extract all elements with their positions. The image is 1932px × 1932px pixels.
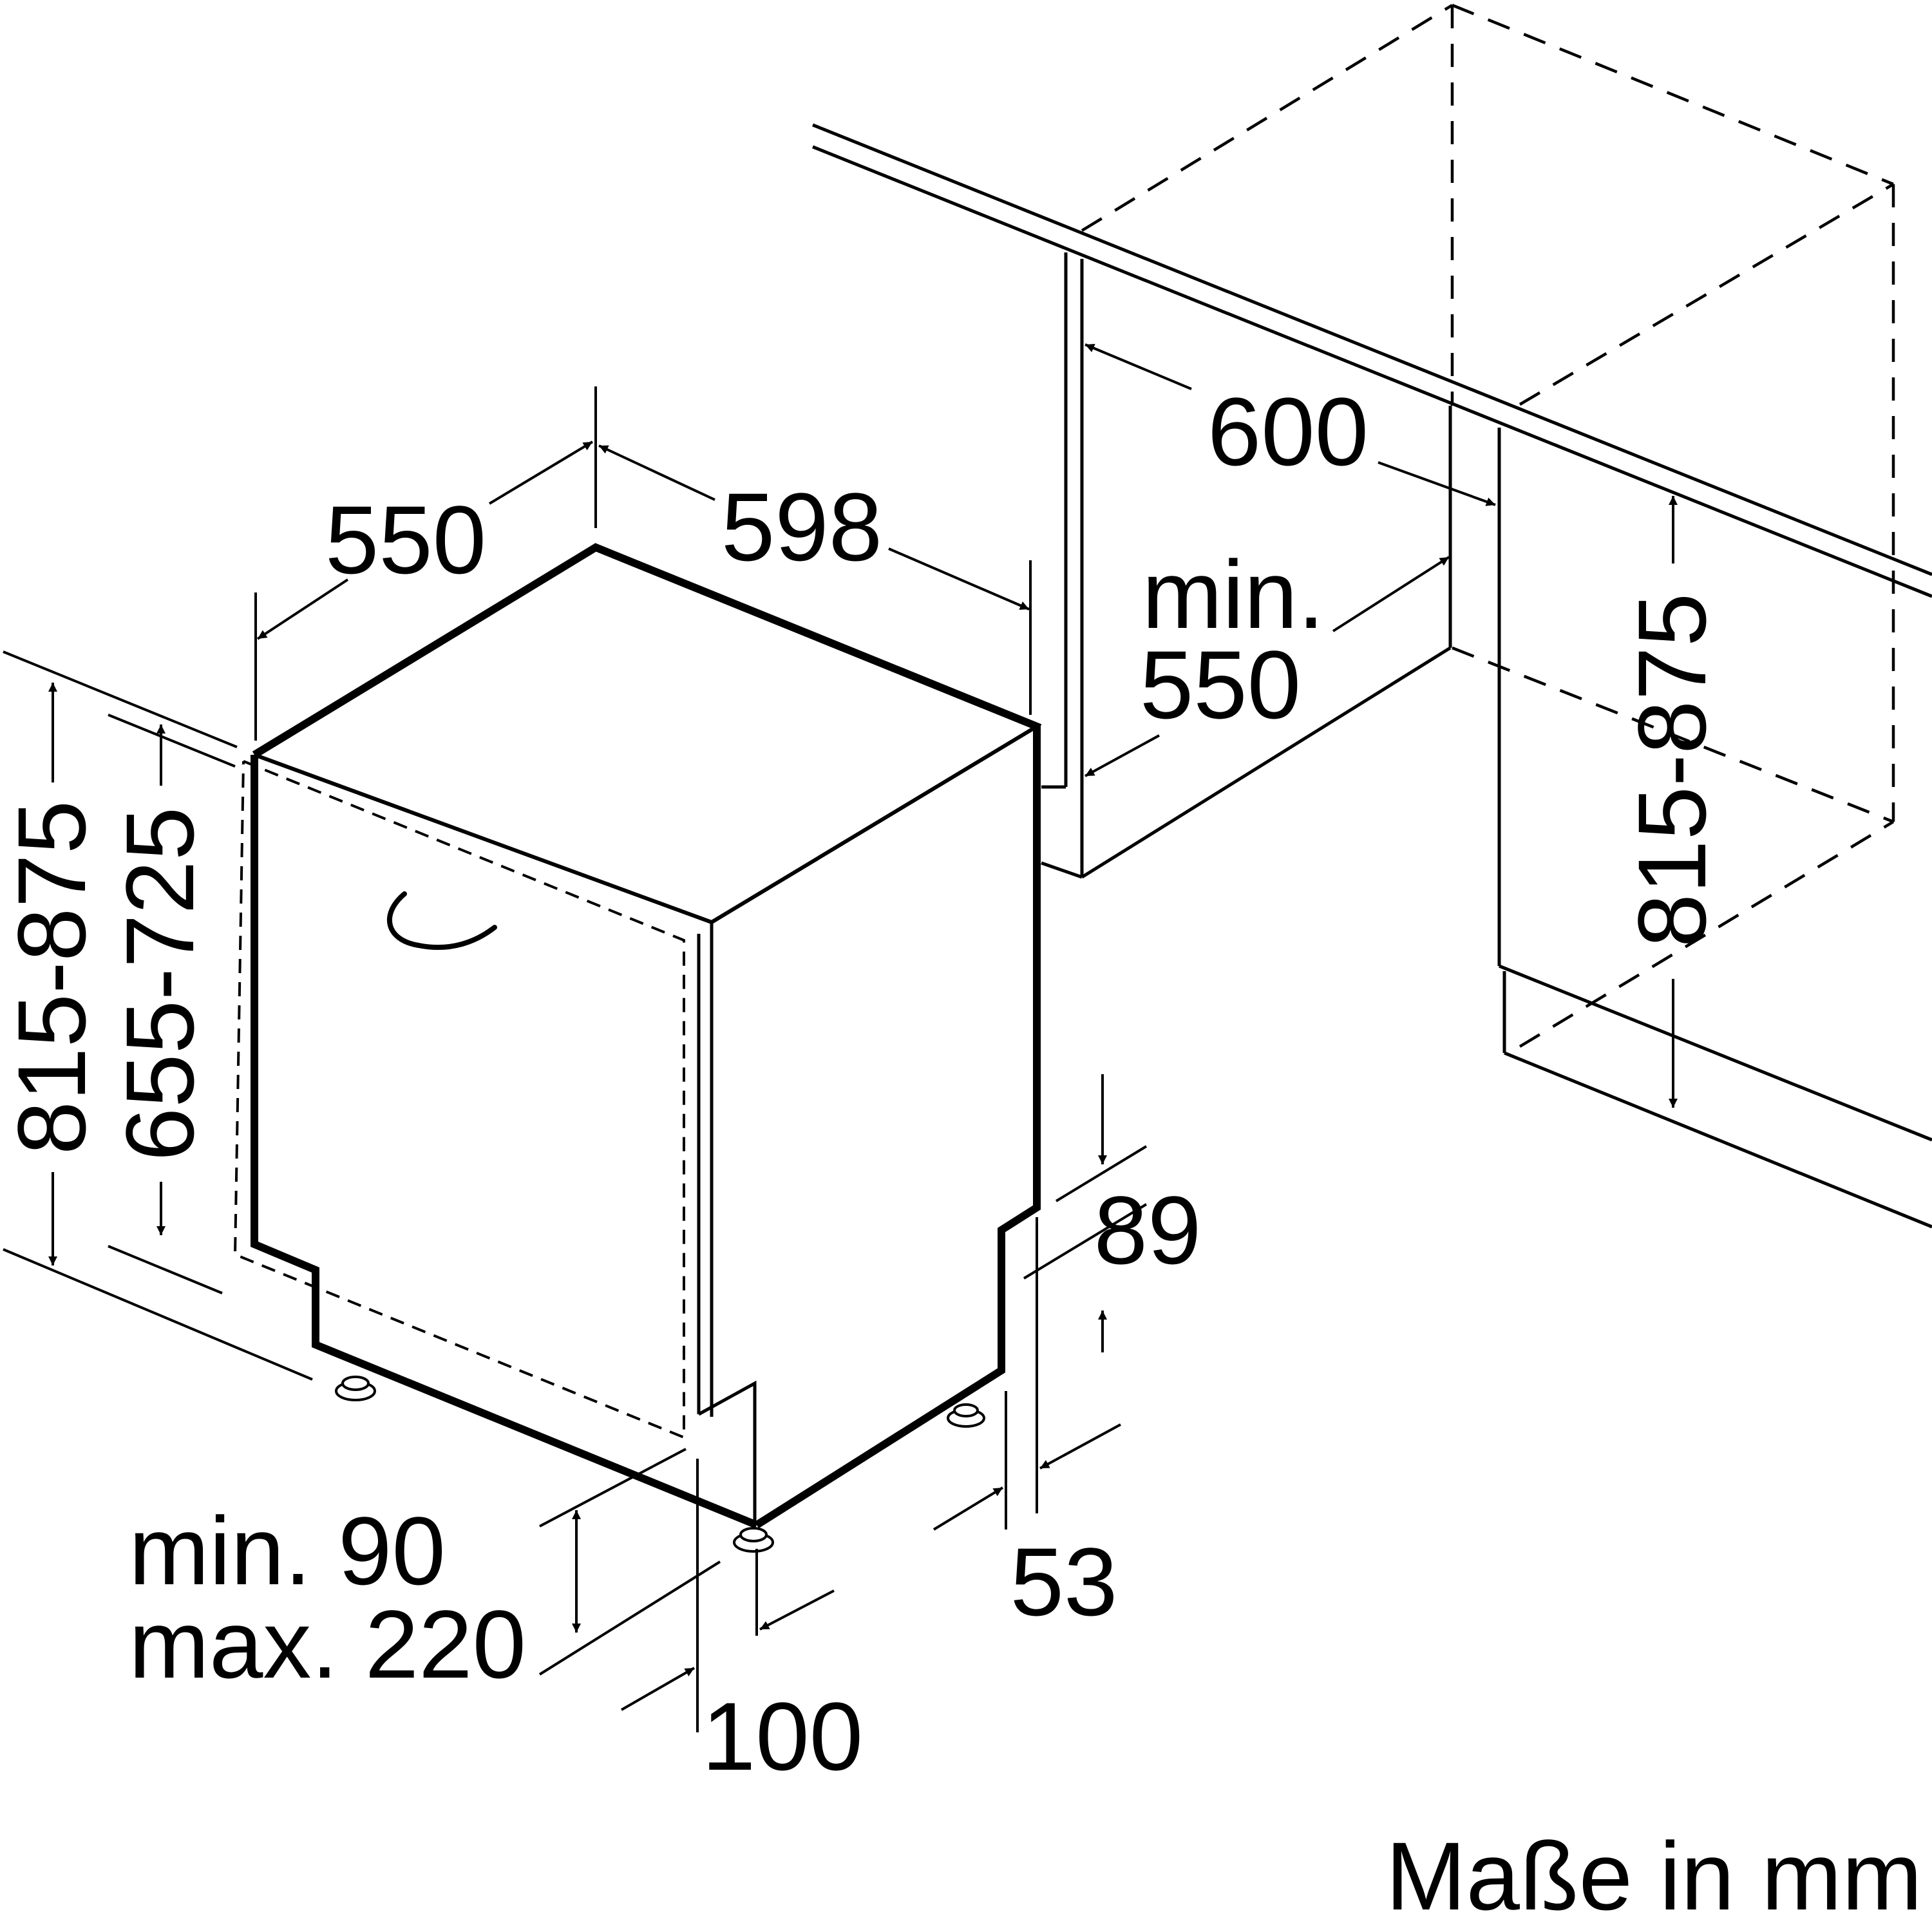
units-caption: Maße in mm (1386, 1822, 1922, 1930)
dim-niche-depth-line2: 550 (1140, 630, 1301, 739)
dim-width-label: 598 (721, 473, 882, 581)
dim-height-left-label: 815-875 (0, 800, 106, 1155)
dim-niche-depth-line1: min. (1142, 540, 1324, 649)
dim-kick-height-label: 89 (1094, 1176, 1202, 1284)
dim-plinth-line1: min. 90 (129, 1497, 446, 1605)
dim-niche-width-label: 600 (1208, 377, 1368, 486)
dim-niche-height-label: 815-875 (1618, 593, 1726, 948)
dishwasher-feet (335, 1376, 985, 1553)
niche-cabinet (812, 3, 1932, 1229)
dishwasher-body (233, 543, 1042, 1529)
dimension-lines (3, 343, 1678, 1732)
dim-depth-label: 550 (325, 486, 486, 594)
dim-kick-offset-label: 53 (1010, 1528, 1118, 1636)
dim-door-height-label: 655-725 (106, 807, 214, 1162)
dim-foot-offset-label: 100 (702, 1682, 863, 1790)
dim-plinth-line2: max. 220 (129, 1590, 526, 1698)
